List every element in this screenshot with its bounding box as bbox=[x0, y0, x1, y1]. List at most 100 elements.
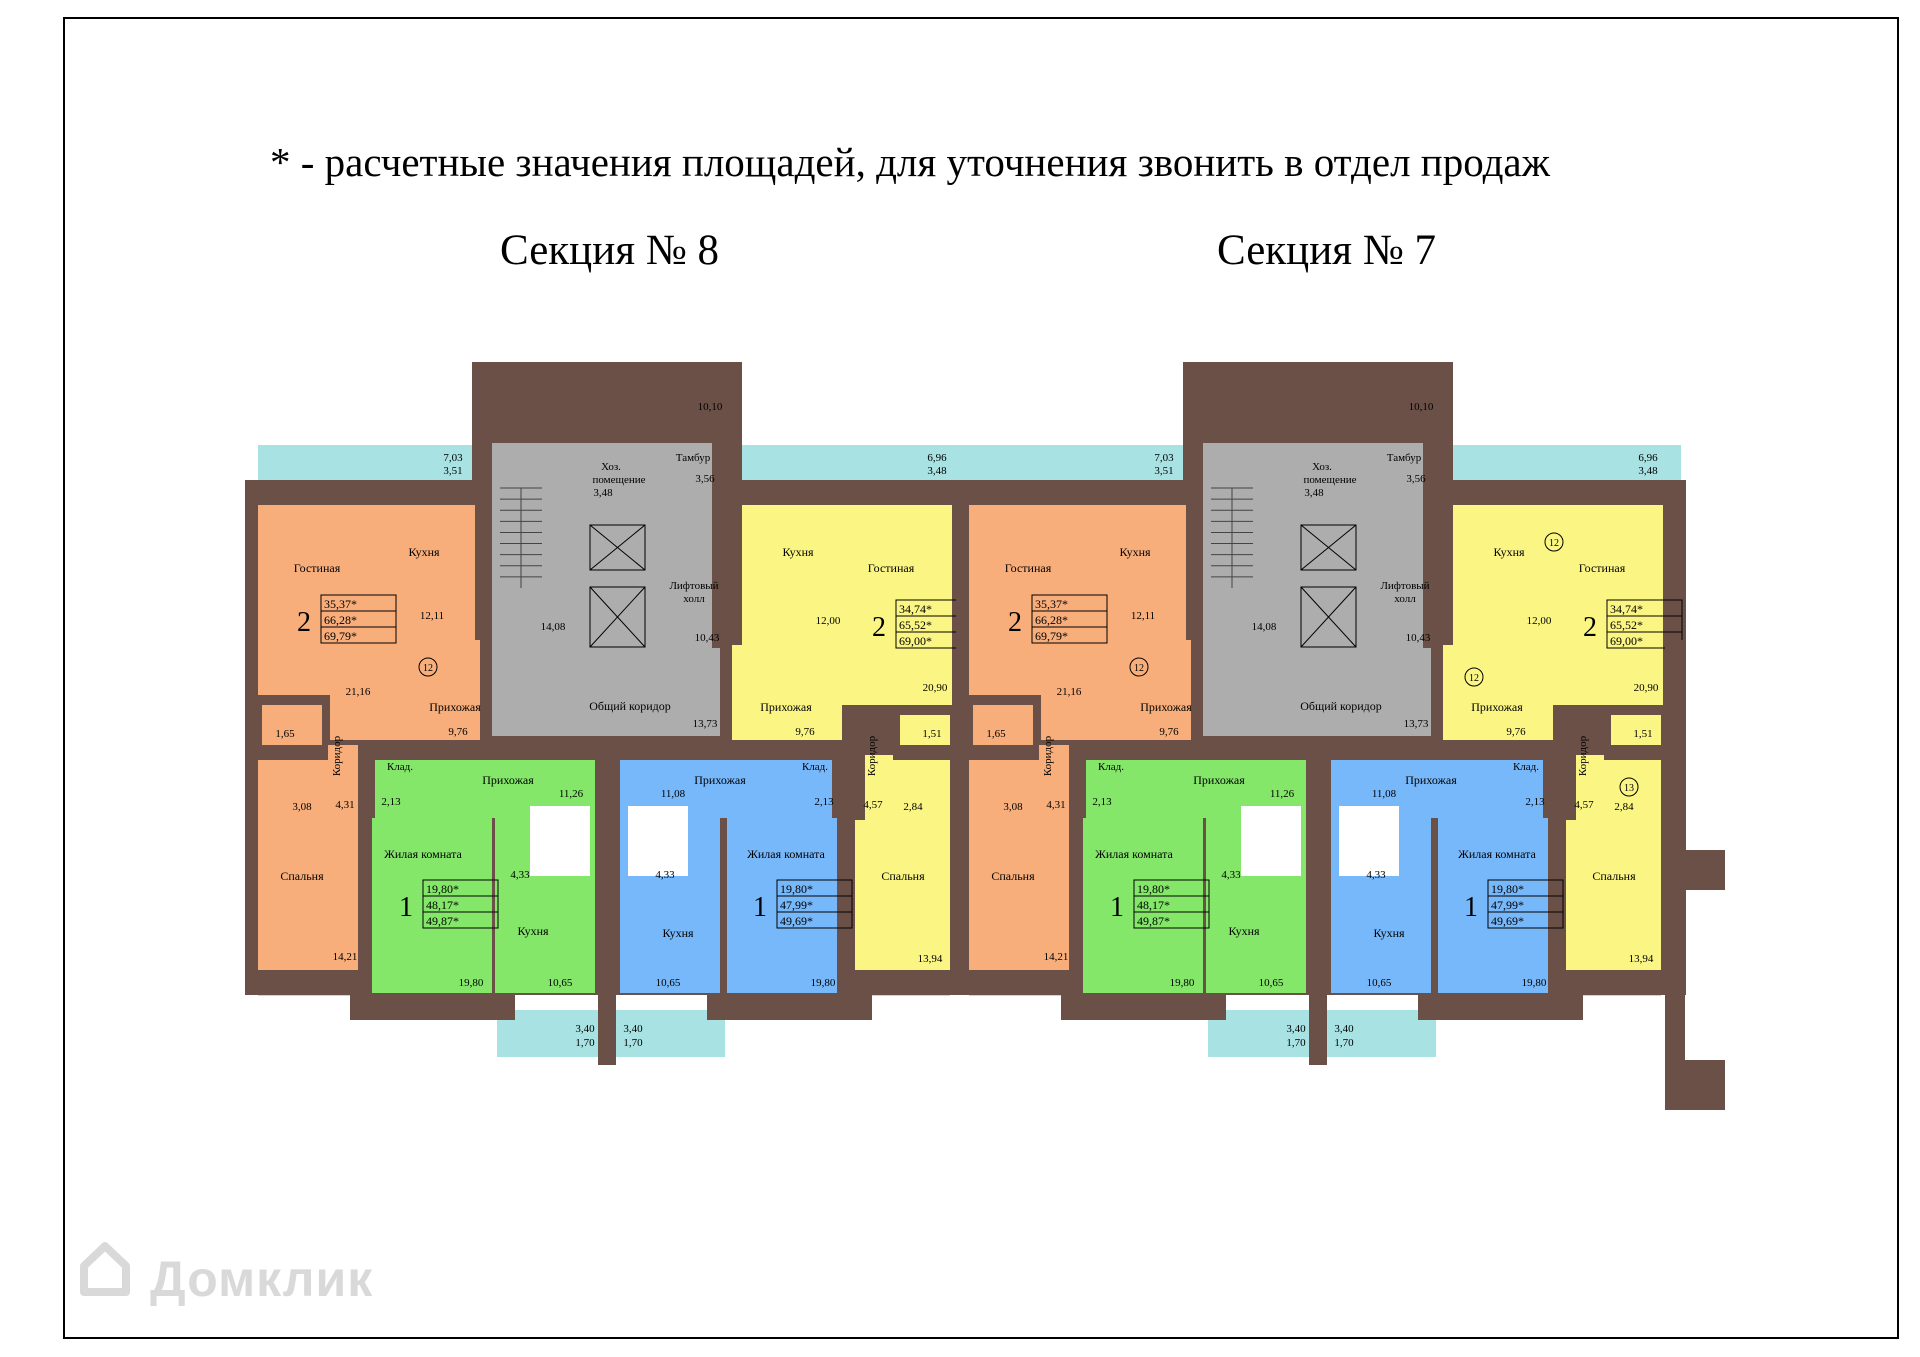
room-area-label: 20,90 bbox=[1634, 682, 1659, 694]
room-area-label: 3,08 bbox=[292, 801, 312, 813]
apartment-area-value: 49,87* bbox=[1137, 914, 1170, 928]
section-7: 235,37*66,28*69,79*234,74*65,52*69,00*11… bbox=[956, 362, 1686, 1065]
orange-wc bbox=[973, 705, 1033, 745]
room-area-label: 13,73 bbox=[693, 718, 718, 730]
apartment-rooms-count: 2 bbox=[297, 607, 311, 638]
room-area-label: 2,84 bbox=[903, 801, 923, 813]
room-area-label: 1,70 bbox=[1334, 1037, 1354, 1049]
apartment-area-value: 69,00* bbox=[1610, 634, 1643, 648]
lift-hall bbox=[572, 443, 712, 648]
orange-bath bbox=[258, 760, 328, 820]
wall-bottom-center bbox=[598, 985, 616, 1065]
apartment-area-value: 49,69* bbox=[780, 914, 813, 928]
lift-shaft bbox=[1300, 524, 1357, 571]
orange-corridor bbox=[1039, 745, 1069, 825]
label-kitchen: Кухня bbox=[1228, 924, 1260, 938]
room-area-label: 9,76 bbox=[448, 726, 468, 738]
room-area-label: 3,48 bbox=[1638, 465, 1658, 477]
room-area-label: 9,76 bbox=[795, 726, 815, 738]
apartment-area-value: 19,80* bbox=[1491, 882, 1524, 896]
room-area-label: 11,08 bbox=[1372, 788, 1397, 800]
room-area-label: 12,00 bbox=[1527, 615, 1552, 627]
feature-13-icon bbox=[1619, 777, 1639, 797]
room-area-label: 3,48 bbox=[927, 465, 947, 477]
room-area-label: 10,65 bbox=[1367, 977, 1392, 989]
room-area-label: 6,96 bbox=[1638, 452, 1658, 464]
label-bedroom: Спальня bbox=[881, 869, 925, 883]
room-area-label: 7,03 bbox=[1154, 452, 1174, 464]
label-hall: Прихожая bbox=[1471, 700, 1523, 714]
room-area-label: 14,21 bbox=[333, 951, 358, 963]
orange-bedroom bbox=[258, 820, 358, 970]
label-storage: Клад. bbox=[802, 761, 828, 773]
room-area-label: 7,03 bbox=[443, 452, 463, 464]
label-corridor: Коридор bbox=[1577, 735, 1589, 776]
lift-box bbox=[1300, 524, 1357, 571]
room-area-label: 3,51 bbox=[443, 465, 462, 477]
apartment-badge-orange: 235,37*66,28*69,79* bbox=[1008, 594, 1108, 644]
label-kitchen: Кухня bbox=[1373, 926, 1405, 940]
feature-12-icon bbox=[1464, 667, 1484, 687]
common-corridor bbox=[492, 648, 720, 736]
label-hall: Прихожая bbox=[760, 700, 812, 714]
apartment-area-value: 65,52* bbox=[899, 618, 932, 632]
room-area-label: 3,48 bbox=[1304, 487, 1324, 499]
room-area-label: 1,70 bbox=[575, 1037, 595, 1049]
room-area-label: 19,80 bbox=[811, 977, 836, 989]
label-corridor: Коридор bbox=[1042, 735, 1054, 776]
room-area-label: 3,40 bbox=[1334, 1023, 1354, 1035]
room-area-label: 6,96 bbox=[927, 452, 947, 464]
apartment-area-value: 69,00* bbox=[899, 634, 932, 648]
section-8-title: Секция № 8 bbox=[500, 227, 720, 274]
lift-box bbox=[589, 524, 646, 571]
label-corridor: Коридор bbox=[331, 735, 343, 776]
apartment-area-value: 34,74* bbox=[899, 602, 932, 616]
section-7-title: Секция № 7 bbox=[1217, 227, 1437, 274]
label-kitchen: Кухня bbox=[1119, 545, 1151, 559]
label-common-corridor: Общий коридор bbox=[1300, 699, 1382, 713]
green-bathroom bbox=[1241, 806, 1301, 876]
room-area-label: 3,40 bbox=[623, 1023, 643, 1035]
label-lift-hall: Лифтовый bbox=[1380, 580, 1429, 592]
label-utility: Хоз. bbox=[1312, 461, 1332, 473]
apartment-area-value: 66,28* bbox=[1035, 613, 1068, 627]
blue-room bbox=[727, 818, 837, 993]
orange-hall bbox=[330, 640, 480, 740]
label-utility: Хоз. bbox=[601, 461, 621, 473]
label-hall: Прихожая bbox=[1193, 773, 1245, 787]
room-area-label: 10,10 bbox=[1409, 401, 1434, 413]
apartment-rooms-count: 2 bbox=[1583, 612, 1597, 643]
apartment-area-value: 69,79* bbox=[1035, 629, 1068, 643]
label-living-room: Жилая комната bbox=[1095, 847, 1173, 861]
room-area-label: 4,57 bbox=[863, 799, 883, 811]
blue-bathroom bbox=[1339, 806, 1399, 876]
apartment-badge-green: 119,80*48,17*49,87* bbox=[399, 879, 499, 929]
label-bedroom: Спальня bbox=[991, 869, 1035, 883]
label-living-room: Жилая комната bbox=[1458, 847, 1536, 861]
area-box bbox=[320, 594, 397, 644]
orange-hall bbox=[1041, 640, 1191, 740]
label-kitchen: Кухня bbox=[1493, 545, 1525, 559]
lift-box bbox=[589, 586, 646, 648]
room-area-label: 10,43 bbox=[1406, 632, 1431, 644]
area-box bbox=[1133, 879, 1210, 929]
feature-12-icon bbox=[1544, 532, 1564, 552]
orange-wc bbox=[262, 705, 322, 745]
room-area-label: 11,26 bbox=[559, 788, 584, 800]
lift-hall bbox=[1283, 443, 1423, 648]
feature-12-label: 12 bbox=[1469, 673, 1479, 684]
room-area-label: 10,65 bbox=[1259, 977, 1284, 989]
feature-13-label: 13 bbox=[1624, 783, 1634, 794]
apartment-area-value: 48,17* bbox=[1137, 898, 1170, 912]
label-hall: Прихожая bbox=[1405, 773, 1457, 787]
room-area-label: 3,08 bbox=[1003, 801, 1023, 813]
common-corridor bbox=[1203, 648, 1431, 736]
yellow-wc bbox=[1611, 715, 1661, 745]
label-storage: Клад. bbox=[1513, 761, 1539, 773]
label-kitchen: Кухня bbox=[517, 924, 549, 938]
label-kitchen: Кухня bbox=[662, 926, 694, 940]
domclick-watermark: Домклик bbox=[150, 1251, 374, 1307]
room-area-label: 3,56 bbox=[695, 473, 715, 485]
apartment-badge-green: 119,80*48,17*49,87* bbox=[1110, 879, 1210, 929]
